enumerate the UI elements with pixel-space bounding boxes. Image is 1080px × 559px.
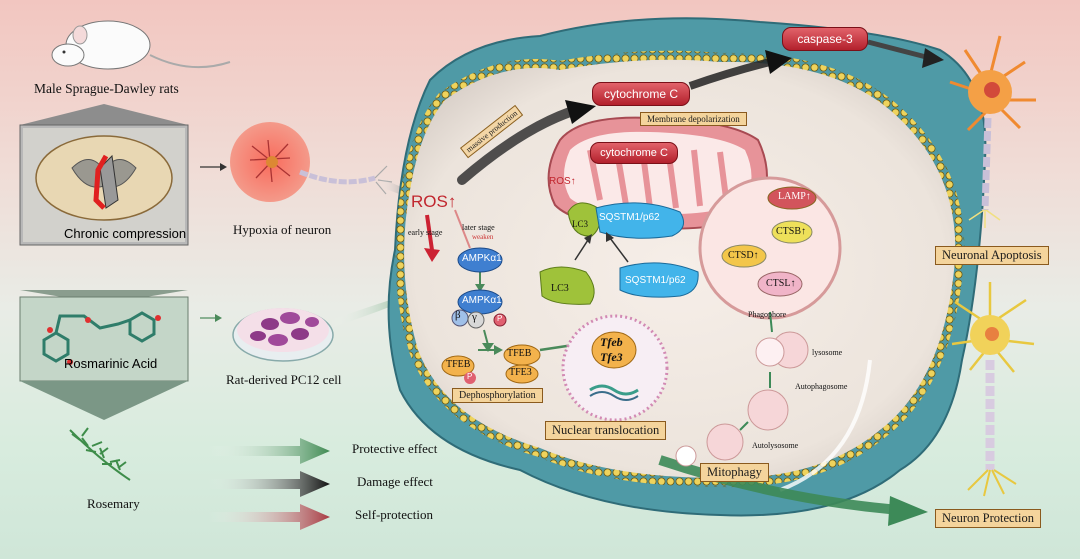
autolysosome-label: Autolysosome bbox=[752, 441, 799, 450]
ctsd: CTSD↑ bbox=[728, 250, 759, 261]
rat-label: Male Sprague-Dawley rats bbox=[34, 81, 179, 96]
legend-damage: Damage effect bbox=[357, 474, 433, 489]
rosemary-icon bbox=[69, 427, 131, 481]
autophagosome-label: Autophagosome bbox=[795, 382, 848, 391]
lc3-b: LC3 bbox=[551, 283, 569, 294]
compression-label: Chronic compression bbox=[64, 226, 187, 241]
phagophore-label: Phagophore bbox=[748, 310, 787, 319]
cytochrome-c-outer: cytochrome C bbox=[592, 82, 690, 106]
phospho-2: P bbox=[467, 372, 473, 381]
lc3-a: LC3 bbox=[572, 219, 589, 229]
mitophagy-label: Mitophagy bbox=[700, 463, 769, 482]
lc3-protein-icon bbox=[539, 202, 601, 305]
drug-label: Rosmarinic Acid bbox=[64, 356, 158, 371]
protection-label: Neuron Protection bbox=[935, 509, 1041, 528]
protected-neuron-icon bbox=[951, 282, 1035, 497]
tfe3: TFE3 bbox=[509, 367, 532, 378]
lamp: LAMP↑ bbox=[778, 191, 811, 202]
plant-label: Rosemary bbox=[87, 496, 140, 511]
apoptosis-label: Neuronal Apoptosis bbox=[935, 246, 1049, 265]
membrane-depol-label: Membrane depolarization bbox=[640, 112, 747, 126]
ctsb: CTSB↑ bbox=[776, 226, 807, 237]
legend-protective: Protective effect bbox=[352, 441, 438, 456]
apoptotic-neuron-icon bbox=[949, 35, 1036, 228]
sqstm-b: SQSTM1/p62 bbox=[625, 275, 686, 286]
cytochrome-c-inner: cytochrome C bbox=[590, 142, 678, 164]
rat-icon bbox=[51, 20, 231, 70]
phospho-1: P bbox=[497, 314, 503, 323]
cell-label: Rat-derived PC12 cell bbox=[226, 372, 342, 387]
petri-dish-icon bbox=[232, 308, 334, 362]
tfeb-1: TFEB bbox=[446, 359, 471, 370]
hypoxic-neuron-icon bbox=[230, 122, 393, 202]
later-stage: later stage bbox=[462, 223, 495, 232]
caspase-3: caspase-3 bbox=[782, 27, 868, 51]
hypoxia-label: Hypoxia of neuron bbox=[233, 222, 332, 237]
ampk-2: AMPKα1 bbox=[462, 295, 502, 306]
nuclear-translocation-label: Nuclear translocation bbox=[545, 421, 667, 440]
weaken: weaken bbox=[472, 233, 494, 241]
lysosome-label: lysosome bbox=[812, 348, 843, 357]
ros-mito: ROS↑ bbox=[549, 176, 576, 187]
sqstm1-protein-icon bbox=[595, 202, 699, 298]
dephos-label: Dephosphorylation bbox=[452, 388, 543, 403]
sqstm-a: SQSTM1/p62 bbox=[599, 212, 660, 223]
ctsl: CTSL↑ bbox=[766, 278, 796, 289]
early-stage: early stage bbox=[408, 228, 443, 237]
beta-subunit: β bbox=[455, 309, 461, 321]
nuclear-tfe3: Tfe3 bbox=[600, 350, 623, 364]
tfeb-2: TFEB bbox=[507, 348, 532, 359]
spinal-cord-icon bbox=[35, 135, 173, 221]
legend-self-protection: Self-protection bbox=[355, 507, 433, 522]
ros-main: ROS↑ bbox=[411, 192, 457, 211]
molecule-icon bbox=[42, 311, 156, 363]
gamma-subunit: γ bbox=[472, 311, 477, 323]
nuclear-tfeb: Tfeb bbox=[600, 335, 623, 349]
ampk-1: AMPKα1 bbox=[462, 253, 502, 264]
